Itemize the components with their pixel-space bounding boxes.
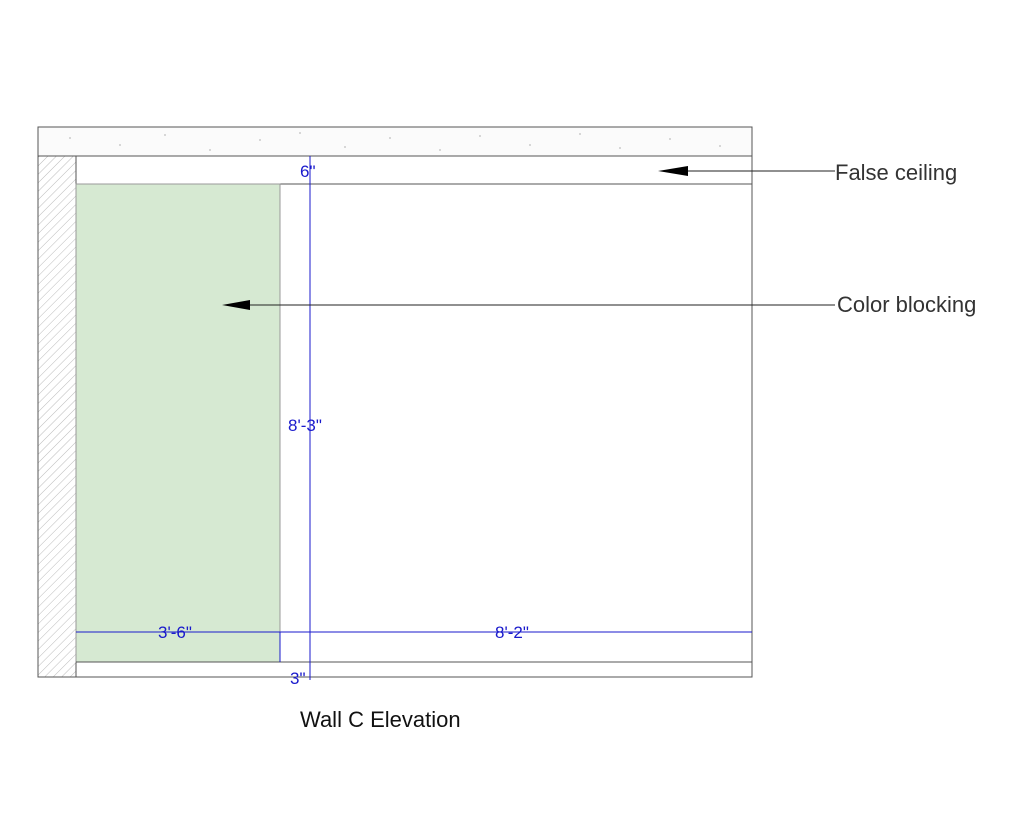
false-ceiling-band <box>75 155 753 185</box>
dim-skirting: 3" <box>290 669 306 688</box>
ceiling-slab <box>37 126 753 157</box>
false-ceiling-arrow-icon <box>658 166 688 176</box>
label-color-blocking: Color blocking <box>837 292 976 317</box>
drawing-title: Wall C Elevation <box>300 707 461 732</box>
label-false-ceiling: False ceiling <box>835 160 957 185</box>
slab-speckles <box>69 132 721 151</box>
color-block-area <box>75 183 281 663</box>
dim-ceiling-band: 6" <box>300 162 316 181</box>
dim-remaining-width: 8'-2" <box>495 623 529 642</box>
dim-color-block-width: 3'-6" <box>158 623 192 642</box>
dim-wall-height: 8'-3" <box>288 416 322 435</box>
side-wall-hatched <box>37 155 77 678</box>
color-blocking-arrow-icon <box>222 300 250 310</box>
